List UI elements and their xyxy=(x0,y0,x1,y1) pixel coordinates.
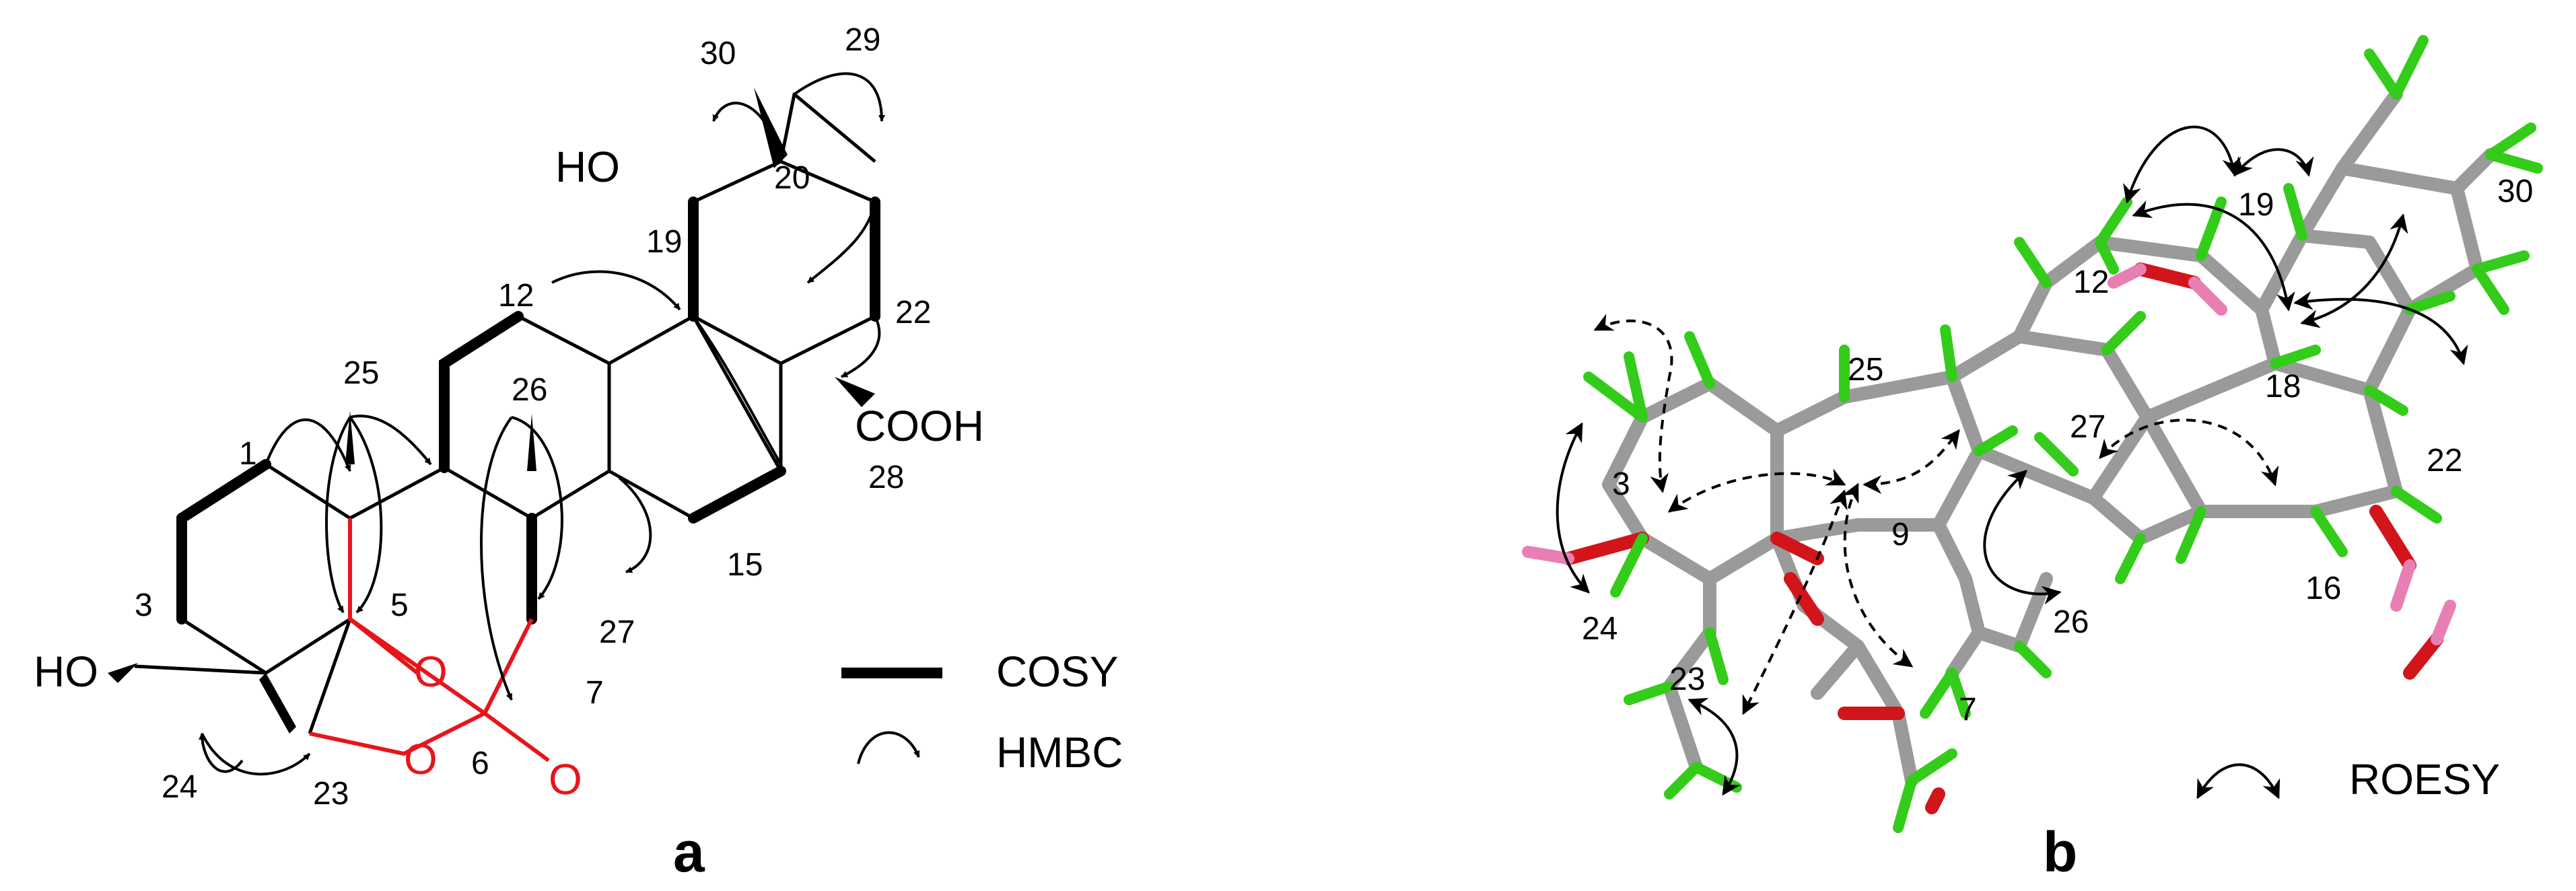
label-h19: 19 xyxy=(2238,187,2274,223)
oxygen-carbonyl: O xyxy=(549,755,582,804)
label-h23: 23 xyxy=(1669,662,1705,697)
panel-b-roesy-solid xyxy=(1556,125,2468,796)
panel-b-letter: b xyxy=(2043,820,2077,884)
legend-cosy-label: COSY xyxy=(996,647,1118,696)
legend-roesy-label: ROESY xyxy=(2349,755,2500,804)
label-h22: 22 xyxy=(2427,443,2462,478)
panel-b-text: 3 7 9 12 16 18 19 22 23 24 25 26 27 30 xyxy=(1582,174,2533,727)
panel-b-hydrogen-atoms xyxy=(1583,35,2543,833)
label-29: 29 xyxy=(845,22,880,58)
label-7: 7 xyxy=(586,675,604,711)
label-22: 22 xyxy=(895,295,931,330)
label-h30: 30 xyxy=(2497,174,2533,209)
legend-hmbc: HMBC xyxy=(857,728,1123,777)
oxygen-ketone: O xyxy=(414,647,448,696)
hydroxyl-19: HO xyxy=(555,143,620,191)
label-h9: 9 xyxy=(1891,517,1910,553)
label-24: 24 xyxy=(162,769,197,805)
label-27: 27 xyxy=(599,614,635,650)
panel-b-carbon-framework xyxy=(1602,87,2497,787)
panel-a-wedges xyxy=(108,87,875,734)
legend-hmbc-label: HMBC xyxy=(996,728,1123,777)
panel-a-text: 1 3 5 6 7 12 15 19 20 22 23 24 25 26 27 … xyxy=(34,22,984,812)
panel-b-roesy-dashed xyxy=(1593,314,2279,715)
panel-b-model xyxy=(1522,35,2543,833)
panel-a-letter: a xyxy=(673,820,705,884)
label-6: 6 xyxy=(471,746,489,781)
label-h26: 26 xyxy=(2053,604,2089,640)
label-23: 23 xyxy=(313,776,349,812)
legend-roesy-arrow xyxy=(2196,763,2281,799)
label-5: 5 xyxy=(390,587,409,623)
label-19: 19 xyxy=(646,224,682,260)
oxygen-ring: O xyxy=(404,735,438,783)
label-h18: 18 xyxy=(2265,369,2301,404)
legend-hmbc-arrow xyxy=(857,731,920,764)
label-1: 1 xyxy=(239,436,257,472)
label-h24: 24 xyxy=(1582,611,1617,647)
label-30: 30 xyxy=(700,36,736,71)
label-26: 26 xyxy=(512,372,547,408)
label-12: 12 xyxy=(498,278,534,314)
label-25: 25 xyxy=(343,355,379,391)
label-h25: 25 xyxy=(1848,352,1883,388)
label-h3: 3 xyxy=(1612,466,1630,502)
hydroxyl-3: HO xyxy=(34,647,98,696)
label-h12: 12 xyxy=(2073,264,2109,300)
legend-cosy: COSY xyxy=(841,647,1118,696)
label-28: 28 xyxy=(868,460,904,495)
label-h16: 16 xyxy=(2305,571,2341,606)
panel-a-cosy-bonds xyxy=(176,197,880,625)
label-h7: 7 xyxy=(1959,692,1977,727)
label-3: 3 xyxy=(135,587,153,623)
label-20: 20 xyxy=(774,160,810,196)
panel-a-bonds xyxy=(134,92,877,734)
carboxyl-group: COOH xyxy=(855,402,984,450)
label-h27: 27 xyxy=(2070,409,2105,445)
label-15: 15 xyxy=(727,547,763,583)
panel-a-structure xyxy=(108,72,885,776)
panel-a-lactone-bonds xyxy=(309,518,550,762)
panel-a-hmbc-arrows xyxy=(199,72,885,776)
legend-roesy: ROESY xyxy=(2196,755,2500,804)
